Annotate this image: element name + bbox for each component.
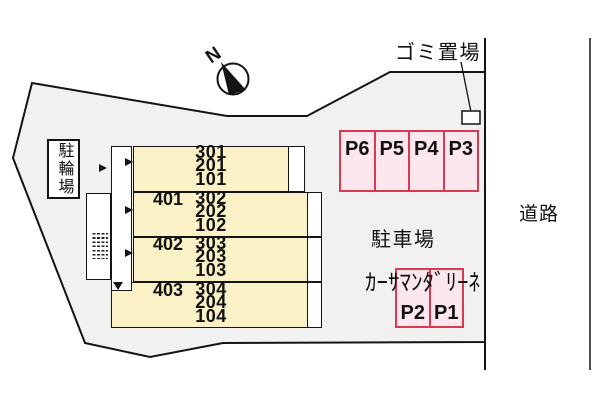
balcony-strip xyxy=(307,192,321,236)
entry-arrow-row3-icon xyxy=(124,248,133,257)
parking-stalls-upper: P6 P5 P4 P3 xyxy=(339,130,479,192)
stall-p4: P4 xyxy=(408,132,443,190)
floor-label-402: 402 xyxy=(152,234,184,254)
units-row-1: 301 201 101 xyxy=(195,141,227,189)
corridor xyxy=(111,146,132,291)
garbage-leader-line xyxy=(460,61,472,113)
units-row-2: 302 202 102 xyxy=(195,187,227,235)
building-name-label: ｶｰｻﾏﾝﾀﾞﾘｰﾈ xyxy=(365,269,480,295)
stall-p1: P1 xyxy=(428,270,463,326)
balcony-strip xyxy=(307,237,321,281)
stairs-icon xyxy=(91,233,108,259)
entrance-arrow-icon xyxy=(99,163,107,172)
balcony-strip xyxy=(288,147,304,191)
garbage-station-label: ゴミ置場 xyxy=(395,42,481,64)
stall-p5: P5 xyxy=(373,132,409,190)
building-row-3 xyxy=(133,236,322,282)
building-row-1 xyxy=(133,146,305,192)
units-row-3: 303 203 103 xyxy=(195,232,227,280)
stall-p6: P6 xyxy=(345,138,370,160)
floor-label-401: 401 xyxy=(152,189,184,209)
stall-p2: P2 xyxy=(400,302,425,324)
entry-arrow-row2-icon xyxy=(124,206,133,214)
entry-arrow-down-icon xyxy=(112,281,123,290)
balcony-strip xyxy=(307,282,321,327)
north-compass-icon: N xyxy=(202,43,250,96)
units-row-4: 304 204 104 xyxy=(195,278,227,326)
stairwell xyxy=(86,193,111,280)
garbage-station-box xyxy=(461,110,481,125)
entry-arrow-row1-icon xyxy=(124,158,133,166)
bike-parking-box: 駐輪場 xyxy=(47,139,80,199)
stall-p3: P3 xyxy=(442,132,478,190)
parking-stalls-lower: P2 P1 xyxy=(395,268,464,328)
road-label: 道路 xyxy=(519,204,560,225)
floor-label-403: 403 xyxy=(152,280,184,300)
parking-lot-label: 駐車場 xyxy=(371,229,436,251)
building-row-4 xyxy=(111,281,322,328)
